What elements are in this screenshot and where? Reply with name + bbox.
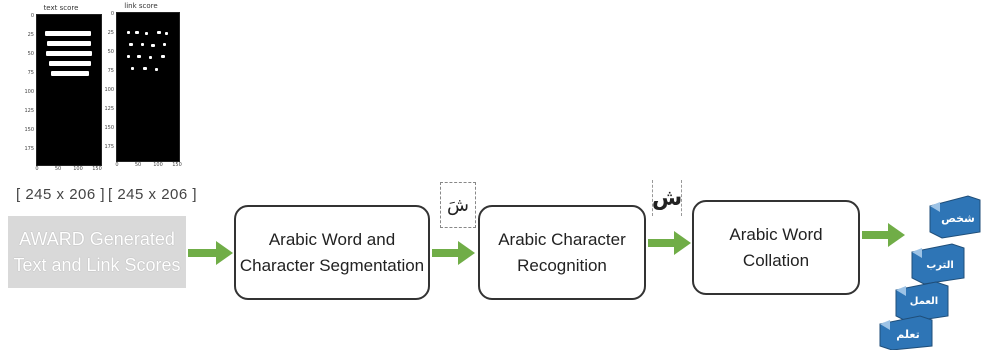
word-character-segmentation-stage: Arabic Word and Character Segmentation bbox=[234, 205, 430, 300]
document-icon bbox=[911, 243, 965, 285]
segmentation-line2: Character Segmentation bbox=[239, 255, 425, 275]
segmented-character-crop: شَ bbox=[440, 182, 476, 228]
segmentation-line1: Arabic Word and bbox=[268, 229, 396, 249]
character-recognition-stage: Arabic Character Recognition bbox=[478, 205, 646, 300]
word-collation-stage: Arabic Word Collation bbox=[692, 200, 860, 295]
document-icon bbox=[879, 315, 933, 350]
award-scores-box: AWARD Generated Text and Link Scores bbox=[8, 216, 186, 288]
award-scores-line1: AWARD Generated bbox=[19, 229, 175, 249]
output-word-2: الترب bbox=[926, 260, 954, 271]
output-word-1: شخص bbox=[941, 212, 975, 225]
document-icon bbox=[895, 281, 949, 323]
output-words-stack: شخص الترب العمل تعلم bbox=[879, 195, 981, 350]
arrow-right-icon bbox=[648, 231, 691, 255]
recognized-character: ش bbox=[651, 185, 683, 211]
collation-line2: Collation bbox=[742, 250, 810, 270]
award-scores-line2: Text and Link Scores bbox=[13, 255, 181, 275]
arrow-right-icon bbox=[188, 241, 233, 265]
text-score-map: text score 0 25 50 75 100 125 150 175 0 … bbox=[20, 4, 102, 176]
text-score-heatmap bbox=[36, 14, 102, 166]
arrow-right-icon bbox=[432, 241, 475, 265]
segmented-character: شَ bbox=[447, 194, 469, 216]
recognized-character-crop: ش bbox=[652, 180, 682, 216]
recognition-line2: Recognition bbox=[517, 255, 607, 275]
output-word-3: العمل bbox=[910, 296, 938, 307]
collation-line1: Arabic Word bbox=[729, 224, 823, 244]
text-score-dimensions: [ 245 x 206 ] bbox=[16, 186, 106, 203]
link-score-heatmap bbox=[116, 12, 180, 162]
link-score-map: link score 0 25 50 75 100 125 150 175 0 … bbox=[100, 2, 182, 174]
link-score-dimensions: [ 245 x 206 ] bbox=[108, 186, 198, 203]
arrow-right-icon bbox=[862, 223, 905, 247]
link-score-title: link score bbox=[124, 2, 158, 10]
text-score-title: text score bbox=[43, 4, 79, 12]
document-icon bbox=[929, 195, 981, 239]
recognition-line1: Arabic Character bbox=[498, 229, 626, 249]
output-word-4: تعلم bbox=[896, 328, 919, 341]
